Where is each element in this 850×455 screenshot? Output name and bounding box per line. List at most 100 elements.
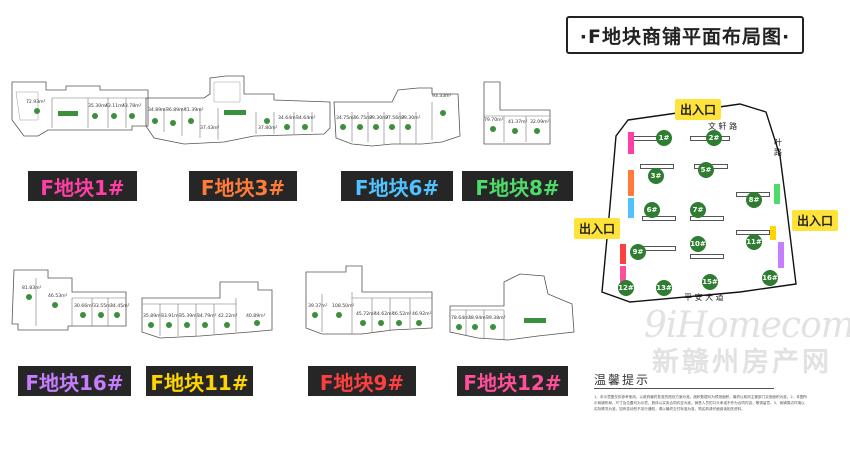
area-f11-2: 33.91m² xyxy=(161,314,181,319)
label-f8: F地块8# xyxy=(462,171,573,201)
area-f9-5: 46.52m² xyxy=(392,312,412,317)
area-f1-4: 43.78m² xyxy=(122,104,142,109)
area-f11-6: 40.89m² xyxy=(246,314,266,319)
label-f16: F地块16# xyxy=(18,366,131,396)
plan-f6-outline xyxy=(333,87,461,147)
area-f16-2: 46.53m² xyxy=(48,294,68,299)
entrance-label-right: 出入口 xyxy=(792,210,839,231)
label-f3: F地块3# xyxy=(189,171,297,201)
area-f9-4: 44.62m² xyxy=(374,312,394,317)
shop-marker xyxy=(357,124,363,130)
shop-marker xyxy=(396,320,402,326)
plan-f1: 72.93m² 35.30m² 43.11m² 43.78m² xyxy=(8,80,149,137)
shop-marker xyxy=(114,312,120,318)
area-f11-4: 34.79m² xyxy=(197,314,217,319)
shop-marker xyxy=(284,124,290,130)
shop-marker xyxy=(148,322,154,328)
entrance-label-top: 出入口 xyxy=(675,99,722,120)
area-f6-5: 39.30m² xyxy=(401,116,421,121)
area-f3-1: 34.89m² xyxy=(148,108,168,113)
area-f3-7: 34.64m² xyxy=(296,116,316,121)
shop-marker xyxy=(378,320,384,326)
shop-marker xyxy=(224,110,246,115)
building-marker: 13# xyxy=(656,280,672,296)
plan-f3-outline xyxy=(145,75,331,145)
shop-marker xyxy=(224,322,230,328)
plan-f16: 81.83m² 46.53m² 30.66m² 33.55m² 34.45m² xyxy=(8,268,130,331)
area-f6-4: 37.56m² xyxy=(385,116,405,121)
label-f6: F地块6# xyxy=(341,171,453,201)
building-marker: 7# xyxy=(690,202,706,218)
plan-f12-outline xyxy=(449,273,575,341)
shop-marker xyxy=(490,324,496,330)
strip-f11 xyxy=(770,226,776,240)
strip-f6 xyxy=(628,198,634,218)
site-boundary xyxy=(601,103,797,303)
building-marker: 12# xyxy=(618,280,634,296)
building-marker: 11# xyxy=(746,234,762,250)
area-f6-2: 36.75m² xyxy=(353,116,373,121)
road-label-top: 文 轩 路 xyxy=(708,122,738,131)
area-f8-3: 32.09m² xyxy=(530,120,550,125)
area-f9-6: 46.92m² xyxy=(412,312,432,317)
shop-marker xyxy=(264,118,270,124)
label-f9: F地块9# xyxy=(308,366,416,396)
notice-body: 1、本示意图仅供参考使用，以政府最终批准的规划方案为准。面积数据均为预测面积，最… xyxy=(594,395,808,412)
shop-marker xyxy=(490,126,496,132)
shop-marker xyxy=(52,302,58,308)
area-f3-3: 41.39m² xyxy=(184,108,204,113)
area-f8-1: 79.70m² xyxy=(484,118,504,123)
strip-f16 xyxy=(778,242,784,268)
area-f8-2: 41.37m² xyxy=(508,120,528,125)
shop-marker xyxy=(170,120,176,126)
page-title: ·F地块商铺平面布局图· xyxy=(566,16,804,54)
area-f16-1: 81.83m² xyxy=(22,286,42,291)
strip-f12 xyxy=(620,266,626,284)
area-f16-5: 34.45m² xyxy=(110,304,130,309)
entrance-label-left: 出入口 xyxy=(574,218,621,239)
area-f9-2: 108.50m² xyxy=(332,304,355,309)
site-map: 1# 2# 3# 5# 6# 7# 8# 9# 10# 11# 12# 13# … xyxy=(590,96,830,308)
area-f11-3: 35.39m² xyxy=(179,314,199,319)
building-marker: 10# xyxy=(690,236,706,252)
area-f9-3: 45.72m² xyxy=(356,312,376,317)
building-marker: 3# xyxy=(648,168,664,184)
shop-marker xyxy=(188,118,194,124)
shop-marker xyxy=(202,322,208,328)
strip-f1 xyxy=(628,132,634,154)
label-f1: F地块1# xyxy=(28,171,137,201)
area-f6-6: 93.33m² xyxy=(432,94,452,99)
shop-marker xyxy=(80,312,86,318)
shop-marker xyxy=(58,111,78,116)
plan-f16-outline xyxy=(11,269,127,331)
shop-marker xyxy=(524,318,546,323)
shop-marker xyxy=(336,312,342,318)
shop-marker xyxy=(92,113,98,119)
shop-marker xyxy=(129,113,135,119)
shop-marker xyxy=(472,324,478,330)
area-f16-3: 30.66m² xyxy=(74,304,94,309)
notice-title: 温馨提示 xyxy=(594,373,651,387)
shop-marker xyxy=(254,320,260,326)
area-f6-3: 39.30m² xyxy=(369,116,389,121)
area-f3-2: 36.89m² xyxy=(166,108,186,113)
plan-f11-outline xyxy=(141,281,273,339)
building-marker: 15# xyxy=(702,274,718,290)
building-marker: 5# xyxy=(698,162,714,178)
shop-marker xyxy=(373,124,379,130)
shop-marker xyxy=(312,312,318,318)
notice-divider xyxy=(594,388,774,389)
area-f12-1: 78.64m² xyxy=(451,316,471,321)
building-marker: 6# xyxy=(644,202,660,218)
area-f16-4: 33.55m² xyxy=(93,304,113,309)
area-f1-1: 72.93m² xyxy=(26,100,46,105)
shop-marker xyxy=(184,322,190,328)
shop-marker xyxy=(534,128,540,134)
area-f12-3: 39.38m² xyxy=(486,316,506,321)
area-f1-3: 43.11m² xyxy=(105,104,125,109)
road-label-bottom: 平 安 大 道 xyxy=(684,293,724,302)
strip-f8 xyxy=(774,184,780,204)
road-label-right: 叶 路 xyxy=(774,138,782,157)
area-f11-1: 35.89m² xyxy=(143,314,163,319)
shop-marker xyxy=(34,108,40,114)
